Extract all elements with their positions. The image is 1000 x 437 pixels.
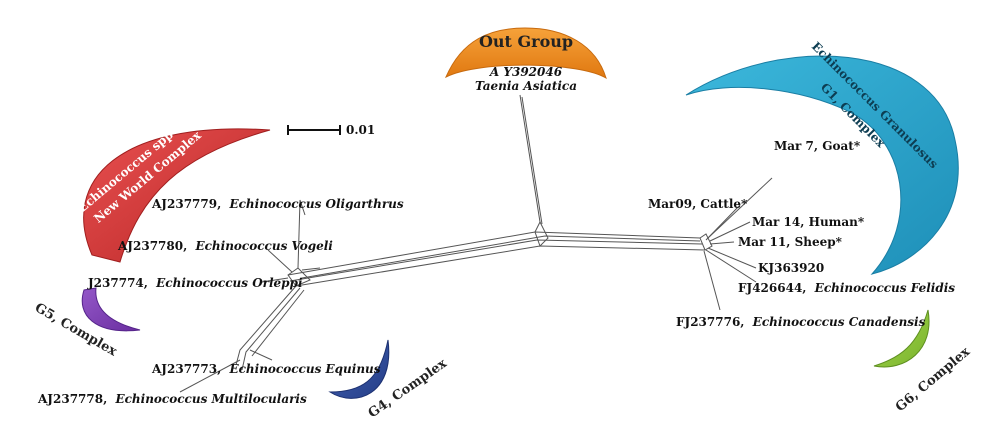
- taxon-canadensis: FJ237776, Echinococcus Canadensis: [676, 315, 926, 329]
- taxon-felidis-id: FJ426644,: [738, 281, 806, 295]
- scale-bar: 0.01: [287, 123, 375, 137]
- taxon-vogeli-name: Echinococcus Vogeli: [194, 239, 333, 253]
- taxon-felidis-name: Echinococcus Felidis: [814, 281, 956, 295]
- out-group-title: Out Group: [479, 32, 573, 51]
- taxon-orleppi: J237774, Echinococcus Orleppi: [87, 276, 303, 290]
- taxon-multilocularis-name: Echinococcus Multilocularis: [114, 392, 307, 406]
- network-branches: [179, 94, 773, 393]
- taxon-oligarthrus-id: AJ237779,: [151, 197, 221, 211]
- taxon-orleppi-name: Echinococcus Orleppi: [155, 276, 303, 290]
- taxon-vogeli-id: AJ237780,: [117, 239, 187, 253]
- g5-complex-shape: [81, 287, 141, 332]
- scale-bar-label: 0.01: [346, 123, 375, 137]
- taxon-equinus: AJ237773, Echinococcus Equinus: [151, 362, 381, 376]
- taxon-cattle: Mar09, Cattle*: [648, 197, 748, 211]
- taxon-multilocularis-id: AJ237778,: [37, 392, 107, 406]
- taxon-multilocularis: AJ237778, Echinococcus Multilocularis: [37, 392, 307, 406]
- out-group-shape: [444, 27, 607, 80]
- taxon-kj: KJ363920: [758, 261, 824, 275]
- taxon-sheep: Mar 11, Sheep*: [738, 235, 843, 249]
- taxon-oligarthrus-name: Echinococcus Oligarthrus: [228, 197, 403, 211]
- taxon-canadensis-name: Echinococcus Canadensis: [752, 315, 926, 329]
- taxon-felidis: FJ426644, Echinococcus Felidis: [738, 281, 955, 295]
- g1-complex-shape: [685, 55, 959, 275]
- g4-complex-shape: [328, 339, 390, 399]
- g6-complex-shape: [873, 309, 930, 368]
- taxon-human: Mar 14, Human*: [752, 215, 865, 229]
- taxon-vogeli: AJ237780, Echinococcus Vogeli: [117, 239, 333, 253]
- taxon-oligarthrus: AJ237779, Echinococcus Oligarthrus: [151, 197, 404, 211]
- g5-complex-label: G5, Complex: [32, 300, 119, 359]
- new-world-complex-shape: [83, 128, 271, 263]
- taxon-goat: Mar 7, Goat*: [774, 139, 861, 153]
- taxon-orleppi-id: J237774,: [87, 276, 148, 290]
- taxon-equinus-id: AJ237773,: [151, 362, 221, 376]
- out-group-taxon-name: Taenia Asiatica: [475, 79, 577, 93]
- taxon-equinus-name: Echinococcus Equinus: [228, 362, 380, 376]
- out-group-taxon-id: A Y392046: [489, 65, 563, 79]
- taxon-canadensis-id: FJ237776,: [676, 315, 744, 329]
